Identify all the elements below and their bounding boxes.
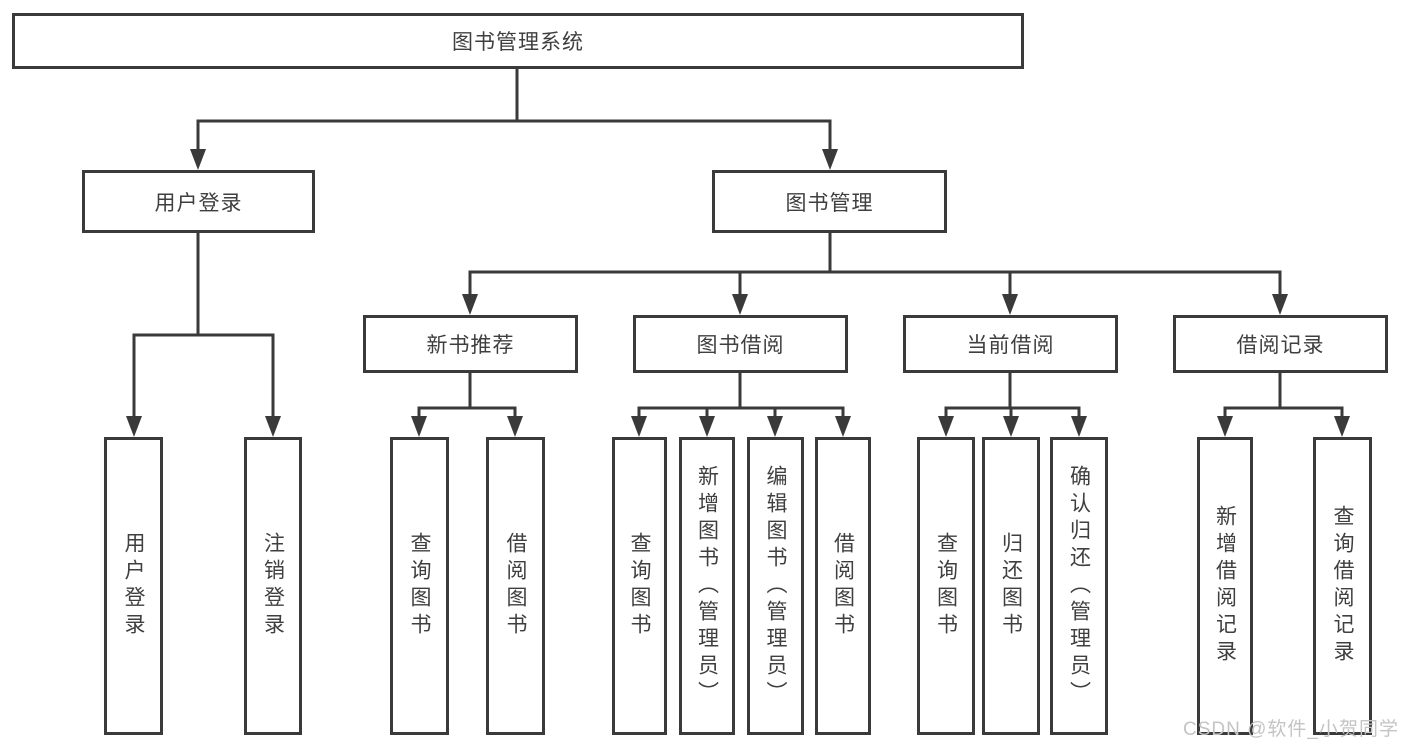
connector-rec-branch — [417, 406, 517, 420]
node-label: 归还图书 — [999, 532, 1023, 640]
node-label: 用户登录 — [122, 532, 145, 640]
arrow-down-icon — [411, 416, 427, 437]
arrow-down-icon — [190, 149, 206, 170]
node-label: 查询借阅记录 — [1331, 505, 1354, 667]
arrow-down-icon — [835, 416, 851, 437]
node-label: 借阅图书 — [504, 532, 527, 640]
connector-login-branch — [132, 333, 275, 419]
node-label: 查询图书 — [934, 532, 958, 640]
arrow-down-icon — [1003, 416, 1019, 437]
node-label: 查询图书 — [408, 532, 431, 640]
arrow-down-icon — [732, 294, 748, 315]
connector-mgmt-branch — [468, 270, 1282, 297]
csdn-watermark: CSDN @软件_小贺同学 — [1183, 719, 1399, 740]
node-label: 新增图书（管理员） — [695, 464, 719, 708]
leaf-return-book: 归还图书 — [982, 437, 1040, 735]
leaf-edit-book-admin: 编辑图书（管理员） — [747, 437, 804, 735]
node-new-book-recommendation: 新书推荐 — [363, 315, 578, 373]
leaf-logout: 注销登录 — [244, 437, 302, 735]
leaf-borrow-books-borrowing: 借阅图书 — [815, 437, 871, 735]
arrow-down-icon — [507, 416, 523, 437]
leaf-query-books-recommendation: 查询图书 — [390, 437, 449, 735]
node-label: 新书推荐 — [426, 334, 515, 357]
arrow-down-icon — [1002, 294, 1018, 315]
node-current-borrowing: 当前借阅 — [903, 315, 1118, 373]
arrow-down-icon — [938, 416, 954, 437]
node-label: 注销登录 — [261, 532, 285, 640]
leaf-borrow-books-recommendation: 借阅图书 — [486, 437, 545, 735]
arrow-down-icon — [126, 416, 142, 437]
node-user-login: 用户登录 — [82, 170, 315, 233]
connector-records-branch — [1223, 406, 1344, 420]
node-label: 图书管理系统 — [452, 31, 584, 54]
arrow-down-icon — [767, 416, 783, 437]
node-label: 新增借阅记录 — [1213, 505, 1237, 667]
arrow-down-icon — [631, 416, 647, 437]
arrow-down-icon — [699, 416, 715, 437]
node-library-management-system: 图书管理系统 — [12, 13, 1024, 69]
arrow-down-icon — [1334, 416, 1350, 437]
node-label: 编辑图书（管理员） — [764, 464, 787, 708]
connector-borrow-branch — [637, 406, 845, 420]
node-label: 图书借阅 — [696, 334, 785, 357]
arrow-down-icon — [1272, 294, 1288, 315]
arrow-down-icon — [265, 416, 281, 437]
leaf-query-books-borrowing: 查询图书 — [612, 437, 667, 735]
node-book-management: 图书管理 — [712, 170, 947, 233]
leaf-query-borrow-record: 查询借阅记录 — [1313, 437, 1372, 735]
leaf-query-books-current: 查询图书 — [917, 437, 975, 735]
node-label: 图书管理 — [785, 191, 874, 215]
connector-root-branch — [196, 119, 832, 152]
node-label: 借阅图书 — [831, 532, 855, 640]
leaf-add-borrow-record: 新增借阅记录 — [1197, 437, 1253, 735]
arrow-down-icon — [1071, 416, 1087, 437]
arrow-down-icon — [822, 149, 838, 170]
leaf-user-login: 用户登录 — [104, 437, 163, 735]
node-book-borrowing: 图书借阅 — [633, 315, 848, 373]
node-label: 借阅记录 — [1236, 334, 1325, 357]
node-label: 查询图书 — [628, 532, 651, 640]
node-borrowing-records: 借阅记录 — [1173, 315, 1388, 373]
arrow-down-icon — [1217, 416, 1233, 437]
node-label: 当前借阅 — [966, 334, 1055, 357]
arrow-down-icon — [462, 294, 478, 315]
leaf-confirm-return-admin: 确认归还（管理员） — [1050, 437, 1108, 735]
node-label: 用户登录 — [154, 191, 243, 215]
node-label: 确认归还（管理员） — [1067, 464, 1091, 708]
leaf-add-book-admin: 新增图书（管理员） — [679, 437, 735, 735]
